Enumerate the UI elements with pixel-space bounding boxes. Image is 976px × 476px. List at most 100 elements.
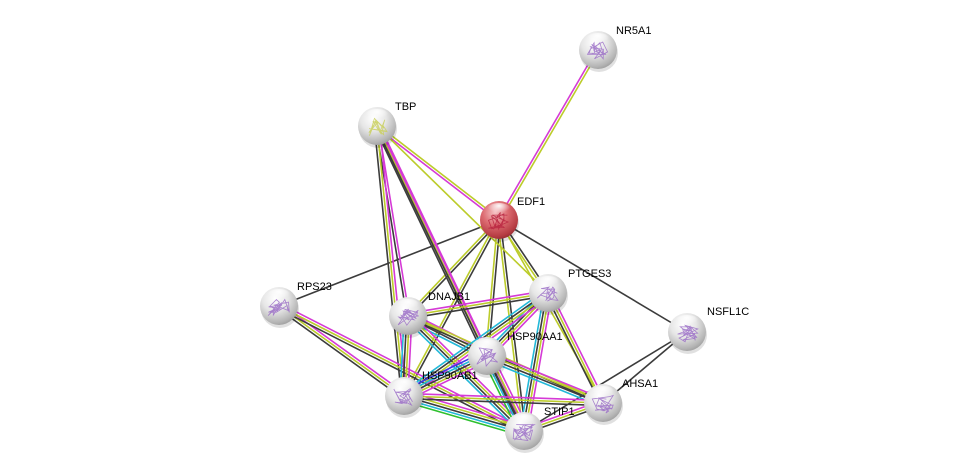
edge-ptges3-ahsa1[interactable] bbox=[544, 291, 607, 405]
protein-structure-icon bbox=[368, 117, 388, 136]
node-highlight bbox=[392, 379, 416, 393]
edge-line-black bbox=[278, 219, 500, 307]
edge-line-yellow bbox=[547, 292, 604, 404]
node-highlight bbox=[475, 339, 499, 353]
node-label: EDF1 bbox=[517, 196, 545, 208]
node-label: DNAJB1 bbox=[428, 291, 470, 303]
edge-line-black bbox=[521, 292, 548, 431]
edge-line-green bbox=[402, 400, 523, 437]
node-hsp90aa1[interactable]: HSP90AA1 bbox=[468, 331, 563, 378]
edge-line-magenta bbox=[375, 126, 499, 222]
edge-line-magenta bbox=[280, 303, 406, 395]
edge-nsfl1c-stip1[interactable] bbox=[523, 331, 688, 432]
edge-line-yellow bbox=[499, 50, 600, 222]
node-nr5a1[interactable]: NR5A1 bbox=[579, 25, 651, 72]
protein-structure-icon bbox=[267, 298, 290, 317]
edge-line-magenta bbox=[497, 48, 598, 220]
node-label: HSP90AB1 bbox=[422, 370, 478, 382]
edge-line-black bbox=[373, 126, 403, 397]
protein-structure-icon bbox=[677, 324, 699, 343]
edge-line-yellow bbox=[407, 292, 549, 317]
edge-line-yellow bbox=[403, 395, 604, 404]
node-highlight bbox=[586, 33, 610, 47]
edge-line-black bbox=[498, 219, 688, 333]
edge-line-magenta bbox=[527, 293, 553, 432]
node-label: PTGES3 bbox=[568, 268, 611, 280]
edge-line-cyan bbox=[401, 289, 547, 394]
edge-line-black bbox=[277, 307, 524, 435]
node-label: NSFL1C bbox=[707, 306, 749, 318]
edge-hsp90ab1-ahsa1[interactable] bbox=[403, 392, 604, 407]
node-ahsa1[interactable]: AHSA1 bbox=[584, 378, 658, 425]
node-highlight bbox=[591, 386, 615, 400]
edge-dnajb1-ptges3[interactable] bbox=[407, 289, 549, 320]
edge-line-black bbox=[406, 316, 524, 433]
node-highlight bbox=[675, 315, 699, 329]
node-label: RPS23 bbox=[297, 281, 332, 293]
edge-line-magenta bbox=[407, 289, 548, 315]
edge-line-magenta bbox=[488, 351, 605, 401]
edge-line-yellow bbox=[377, 124, 501, 220]
edge-line-black bbox=[373, 126, 486, 358]
edge-line-yellow bbox=[406, 218, 499, 316]
node-highlight bbox=[512, 414, 536, 428]
edge-line-magenta bbox=[549, 291, 607, 403]
node-label: HSP90AA1 bbox=[507, 331, 563, 343]
edge-tbp-ptges3[interactable] bbox=[376, 125, 549, 294]
node-rps23[interactable]: RPS23 bbox=[260, 281, 332, 328]
node-stip1[interactable]: STIP1 bbox=[505, 406, 575, 453]
edge-line-yellow bbox=[376, 125, 549, 294]
node-highlight bbox=[365, 109, 389, 123]
node-nsfl1c[interactable]: NSFL1C bbox=[668, 306, 749, 354]
node-highlight bbox=[536, 276, 560, 290]
edge-edf1-nsfl1c[interactable] bbox=[498, 219, 688, 333]
edge-line-magenta bbox=[279, 302, 526, 430]
edge-line-black bbox=[523, 331, 688, 432]
edge-line-black bbox=[277, 307, 403, 399]
edge-line-yellow bbox=[408, 314, 604, 403]
protein-structure-icon bbox=[537, 286, 559, 302]
edge-line-black bbox=[403, 395, 525, 432]
edge-edf1-nr5a1[interactable] bbox=[497, 48, 600, 222]
edge-edf1-rps23[interactable] bbox=[278, 219, 500, 307]
node-highlight bbox=[396, 299, 420, 313]
edge-edf1-dnajb1[interactable] bbox=[406, 218, 501, 318]
edge-line-cyan bbox=[403, 397, 524, 435]
edge-line-magenta bbox=[404, 392, 604, 402]
protein-structure-icon bbox=[591, 394, 615, 414]
node-tbp[interactable]: TBP bbox=[358, 101, 416, 148]
edge-hsp90aa1-ahsa1[interactable] bbox=[485, 351, 605, 408]
node-highlight bbox=[267, 289, 291, 303]
edge-line-yellow bbox=[402, 219, 499, 396]
node-edf1[interactable]: EDF1 bbox=[480, 196, 545, 242]
edge-line-yellow bbox=[376, 125, 405, 397]
edge-line-black bbox=[544, 293, 602, 405]
node-label: AHSA1 bbox=[622, 378, 658, 390]
node-hsp90ab1[interactable]: HSP90AB1 bbox=[385, 370, 478, 418]
node-dnajb1[interactable]: DNAJB1 bbox=[389, 291, 470, 338]
node-label: STIP1 bbox=[544, 406, 575, 418]
edge-line-cyan bbox=[485, 358, 602, 408]
node-highlight bbox=[487, 203, 511, 217]
edge-line-yellow bbox=[278, 305, 405, 397]
node-label: TBP bbox=[395, 101, 416, 113]
edge-edf1-tbp[interactable] bbox=[375, 124, 501, 222]
edge-line-black bbox=[486, 356, 603, 405]
protein-structure-icon bbox=[487, 212, 510, 231]
edge-line-black bbox=[408, 294, 549, 320]
edge-line-yellow bbox=[408, 314, 526, 431]
edge-line-yellow bbox=[524, 293, 551, 432]
edge-line-yellow bbox=[487, 354, 604, 403]
node-label: NR5A1 bbox=[616, 25, 651, 37]
edge-line-black bbox=[408, 220, 501, 318]
edge-line-cyan bbox=[519, 292, 545, 431]
edge-line-cyan bbox=[404, 318, 522, 435]
edge-rps23-hsp90ab1[interactable] bbox=[277, 303, 406, 399]
protein-structure-icon bbox=[393, 388, 413, 407]
edge-line-black bbox=[403, 397, 603, 407]
edge-line-black bbox=[499, 219, 527, 431]
node-ptges3[interactable]: PTGES3 bbox=[529, 268, 611, 315]
edge-ptges3-stip1[interactable] bbox=[519, 292, 553, 432]
